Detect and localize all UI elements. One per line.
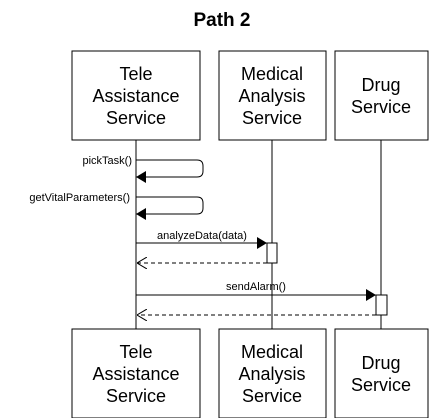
self-arrow <box>136 196 204 220</box>
participant-label: Analysis <box>238 364 305 384</box>
participant-drug-top: Drug Service <box>334 50 429 141</box>
participant-label: Analysis <box>238 86 305 106</box>
participant-label: Medical <box>241 64 303 84</box>
message-label: analyzeData(data) <box>157 230 247 242</box>
diagram-title: Path 2 <box>193 10 250 31</box>
participant-label: Drug <box>361 353 400 373</box>
participant-label: Tele <box>119 64 152 84</box>
participant-label: Medical <box>241 342 303 362</box>
self-arrow <box>136 159 204 183</box>
participant-tele-bottom: Tele Assistance Service <box>71 328 201 418</box>
participant-label: Tele <box>119 342 152 362</box>
participant-medical-bottom: Medical Analysis Service <box>218 328 327 418</box>
message-pick-task: pickTask() <box>82 155 204 183</box>
message-label: sendAlarm() <box>226 281 286 293</box>
participant-label: Assistance <box>92 86 179 106</box>
participant-drug-bottom: Drug Service <box>334 328 429 418</box>
participant-label: Service <box>106 108 166 128</box>
message-send-alarm: sendAlarm() <box>136 281 376 301</box>
participant-medical-top: Medical Analysis Service <box>218 50 327 141</box>
participant-label: Service <box>351 375 411 395</box>
participant-label: Service <box>106 386 166 406</box>
participant-label: Service <box>242 108 302 128</box>
activation-drug <box>375 294 388 316</box>
message-analyze-data: analyzeData(data) <box>136 230 267 249</box>
participant-label: Service <box>242 386 302 406</box>
participant-tele-top: Tele Assistance Service <box>71 50 201 141</box>
message-label: pickTask() <box>82 155 132 167</box>
participant-label: Assistance <box>92 364 179 384</box>
participant-label: Service <box>351 97 411 117</box>
message-get-vital-parameters: getVitalParameters() <box>29 192 204 220</box>
participant-label: Drug <box>361 75 400 95</box>
message-label: getVitalParameters() <box>29 192 130 204</box>
activation-medical <box>266 242 278 264</box>
